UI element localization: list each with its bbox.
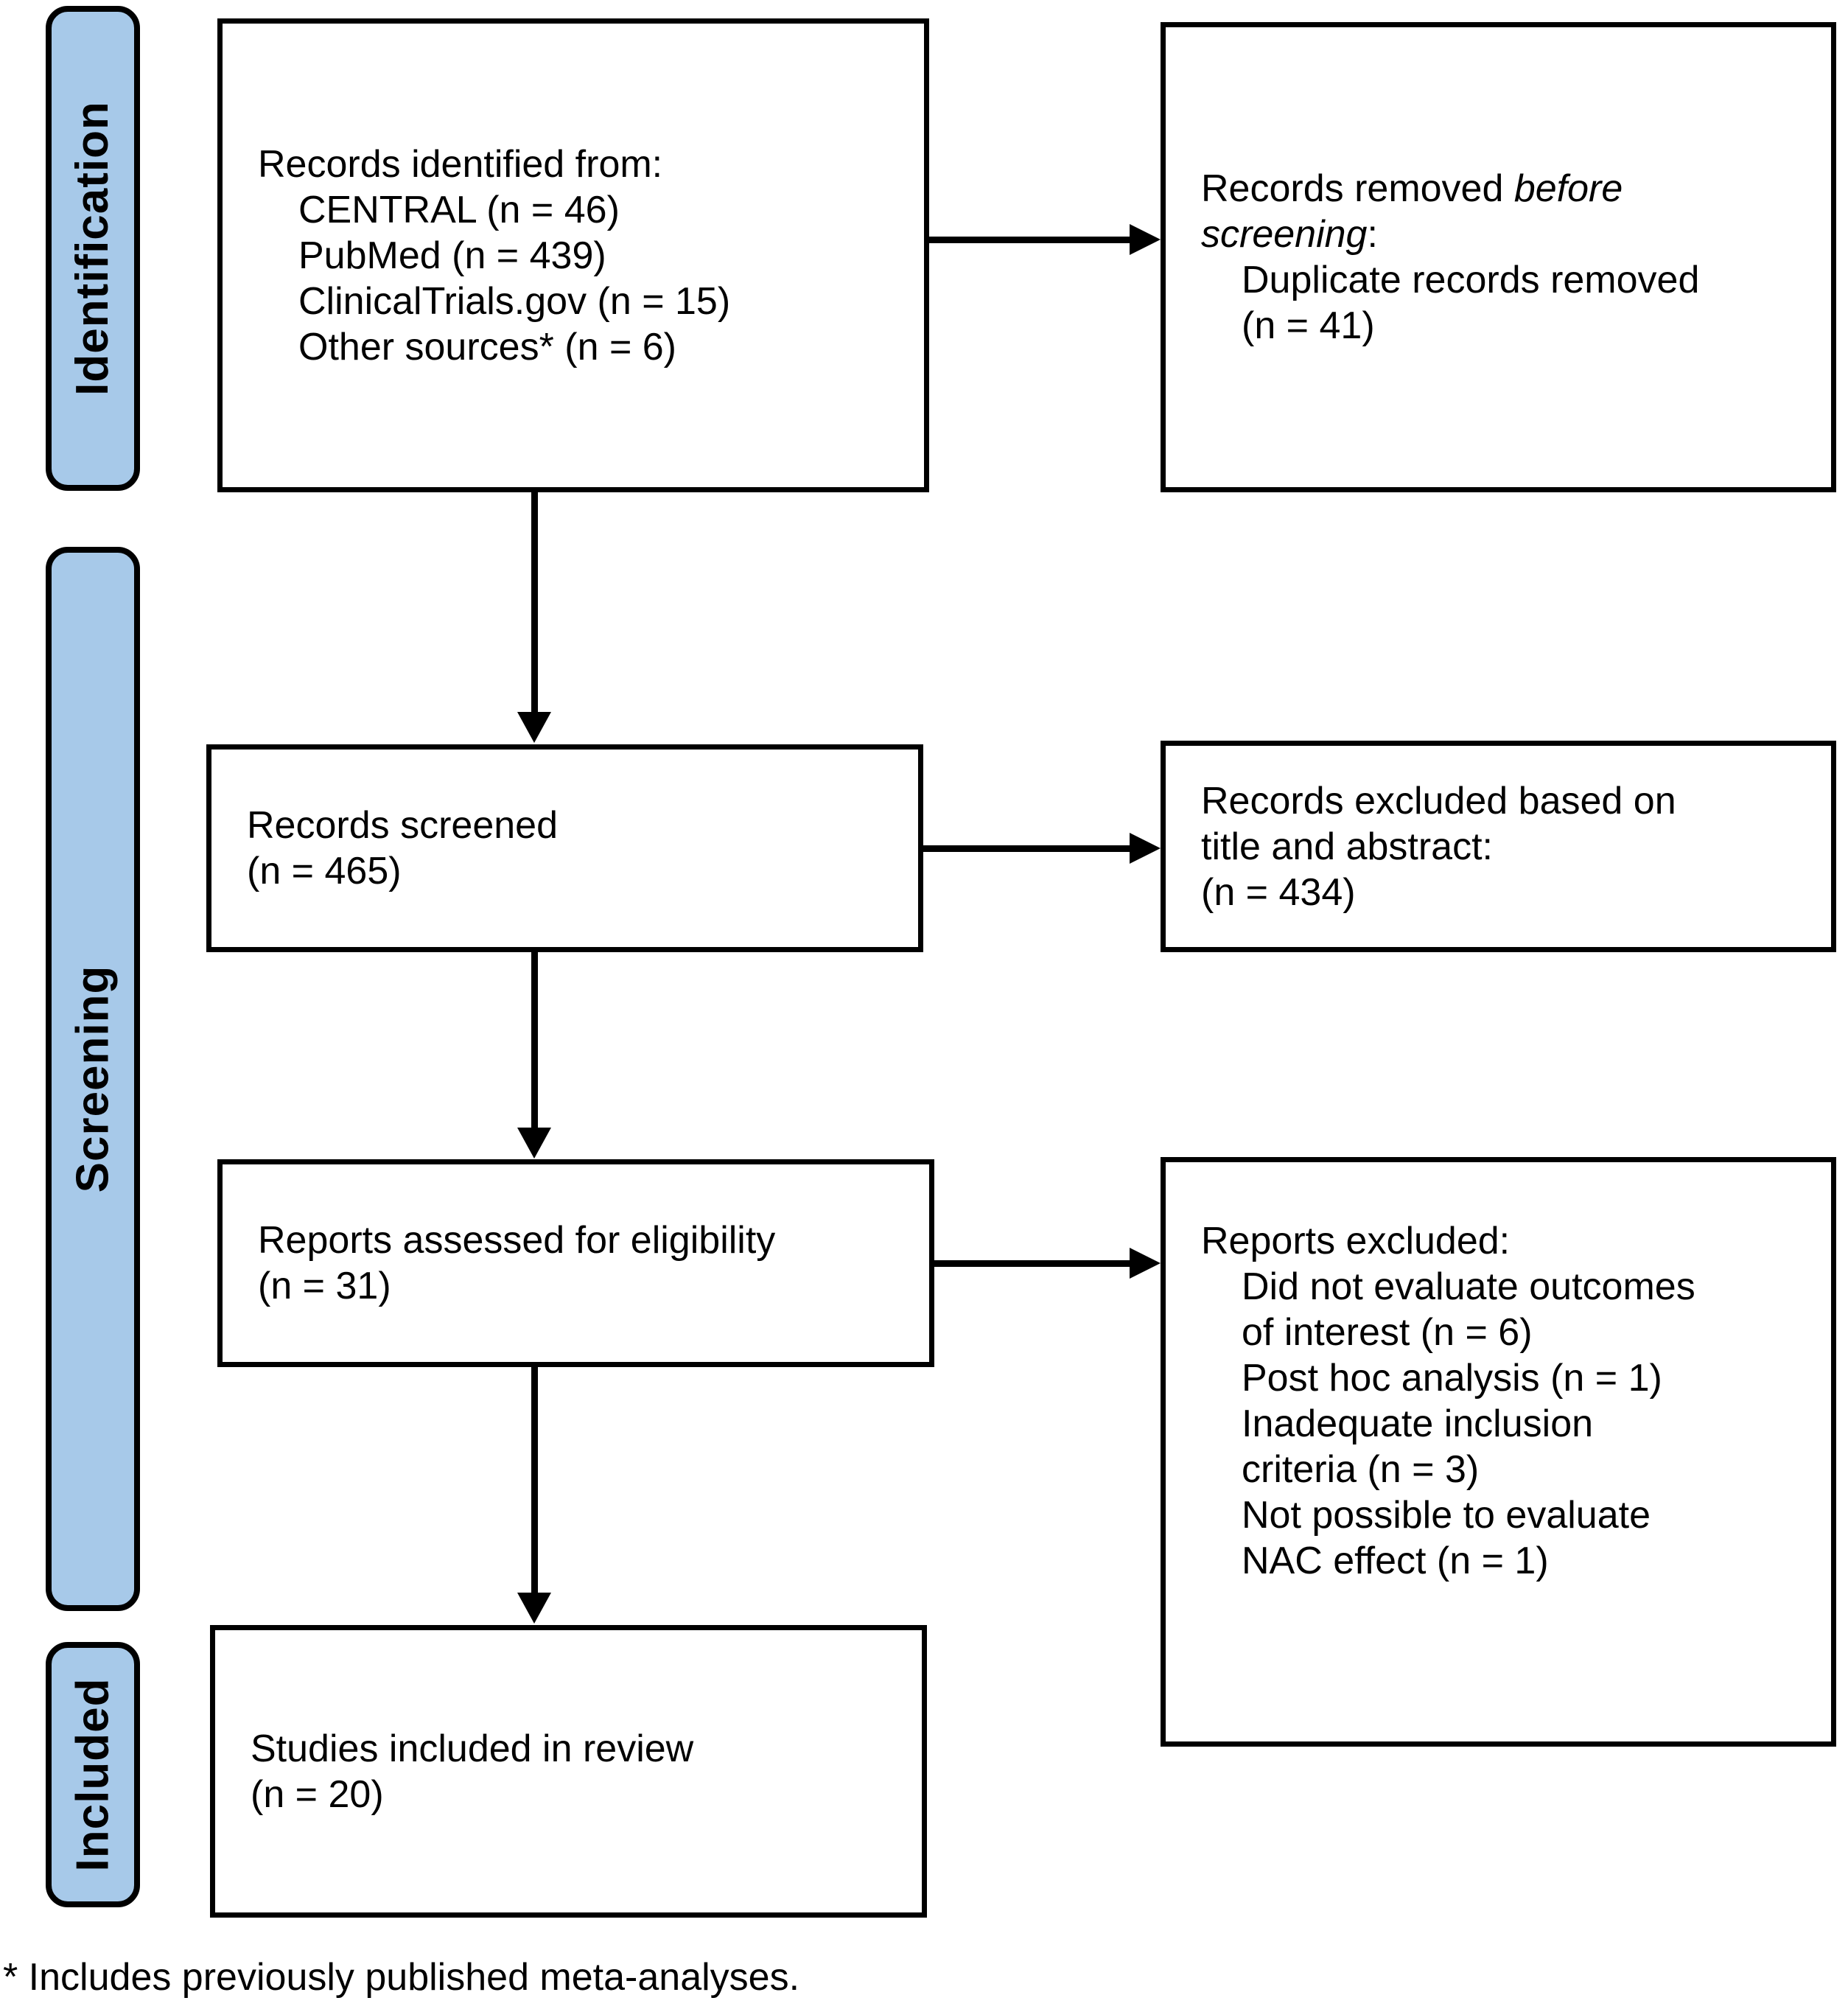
excluded-reason-outcomes: Did not evaluate outcomes of interest (n… (1242, 1265, 1695, 1354)
box-reports-assessed: Reports assessed for eligibility (n = 31… (217, 1159, 934, 1367)
connector-identified-to-screened (531, 492, 538, 713)
reports-assessed-text: Reports assessed for eligibility (n = 31… (258, 1219, 776, 1307)
stage-included: Included (46, 1642, 140, 1907)
arrow-down-icon (517, 712, 551, 743)
box-records-excluded-title-abstract: Records excluded based on title and abst… (1161, 741, 1836, 952)
source-clinicaltrials: ClinicalTrials.gov (n = 15) (298, 279, 731, 323)
box-records-identified: Records identified from: CENTRAL (n = 46… (217, 18, 929, 492)
records-removed-italic-screening: screening (1201, 213, 1368, 256)
box-reports-excluded: Reports excluded: Did not evaluate outco… (1161, 1157, 1836, 1747)
box-records-removed: Records removed before screening: Duplic… (1161, 22, 1836, 492)
stage-identification-label: Identification (67, 101, 118, 396)
arrow-right-icon (1130, 1248, 1161, 1279)
connector-identified-to-removed (929, 237, 1130, 243)
records-removed-colon: : (1367, 213, 1378, 256)
records-identified-title: Records identified from: (258, 142, 663, 186)
stage-screening-label: Screening (67, 965, 118, 1193)
box-studies-included: Studies included in review (n = 20) (210, 1625, 927, 1918)
studies-included-text: Studies included in review (n = 20) (251, 1727, 694, 1816)
records-removed-title-line2: screening: (1201, 212, 1816, 257)
reports-excluded-title: Reports excluded: (1201, 1220, 1511, 1262)
records-excluded-text: Records excluded based on title and abst… (1201, 779, 1676, 914)
footnote: * Includes previously published meta-ana… (3, 1956, 800, 1999)
source-central: CENTRAL (n = 46) (298, 188, 620, 231)
arrow-right-icon (1130, 224, 1161, 255)
records-removed-title-line1: Records removed before (1201, 166, 1816, 212)
stage-included-label: Included (67, 1677, 118, 1872)
stage-screening: Screening (46, 547, 140, 1611)
excluded-reason-posthoc: Post hoc analysis (n = 1) (1242, 1357, 1662, 1400)
records-removed-italic-before: before (1513, 167, 1623, 210)
excluded-reason-nac: Not possible to evaluate NAC effect (n =… (1242, 1494, 1651, 1582)
duplicates-removed: Duplicate records removed (n = 41) (1242, 259, 1700, 347)
arrow-down-icon (517, 1128, 551, 1159)
connector-screened-to-excluded (923, 845, 1130, 852)
excluded-reason-inclusion: Inadequate inclusion criteria (n = 3) (1242, 1402, 1594, 1491)
source-other: Other sources* (n = 6) (298, 325, 676, 368)
records-screened-text: Records screened (n = 465) (247, 804, 558, 892)
records-removed-text: Records removed (1201, 167, 1514, 210)
connector-screened-to-assessed (531, 952, 538, 1129)
connector-assessed-to-excluded (934, 1260, 1130, 1267)
arrow-down-icon (517, 1593, 551, 1624)
arrow-right-icon (1130, 833, 1161, 864)
stage-identification: Identification (46, 6, 140, 491)
source-pubmed: PubMed (n = 439) (298, 234, 606, 277)
box-records-screened: Records screened (n = 465) (206, 744, 923, 952)
connector-assessed-to-included (531, 1367, 538, 1596)
